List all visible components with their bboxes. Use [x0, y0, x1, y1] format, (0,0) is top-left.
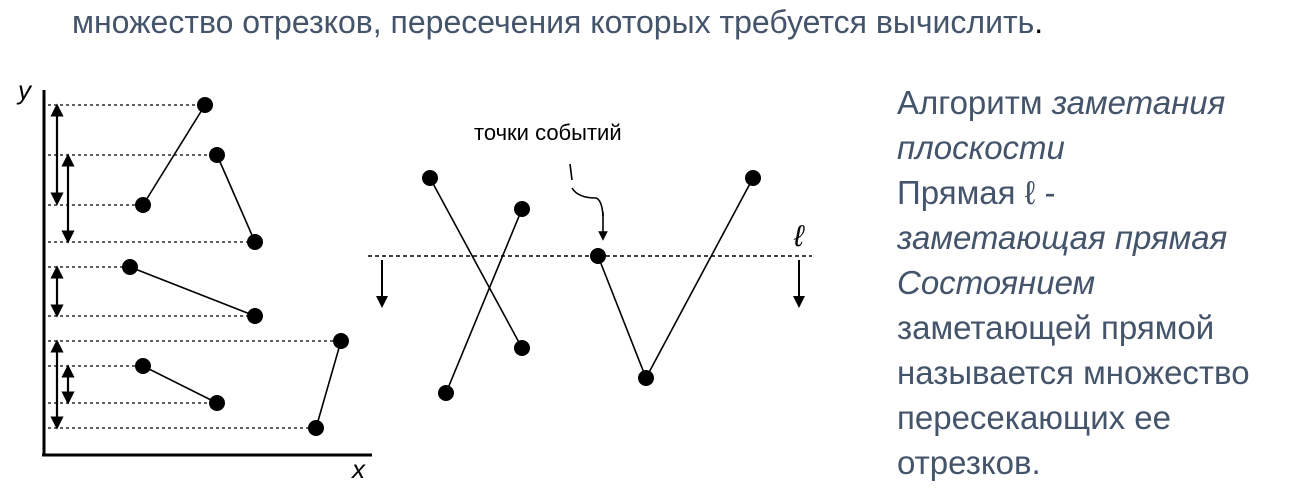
y-interval-arrows	[50, 103, 75, 430]
right-endpoints	[422, 170, 761, 401]
right-segments	[429, 177, 754, 394]
desc-line-9: отрезков.	[897, 444, 1041, 481]
desc-line-8: пересекающих ее	[897, 399, 1172, 436]
desc-line-1-plain: Алгоритм	[897, 84, 1052, 121]
left-axes: y x	[16, 75, 372, 484]
left-endpoints	[122, 97, 349, 436]
desc-line-3: Прямая ℓ -	[897, 174, 1056, 211]
header-period: .	[1034, 4, 1044, 40]
desc-line-4: заметающая прямая	[897, 219, 1228, 256]
projection-lines	[48, 104, 341, 429]
desc-line-1-italic: заметания	[1051, 84, 1226, 121]
desc-line-1: Алгоритм заметания	[897, 80, 1302, 125]
y-axis-label: y	[16, 75, 33, 105]
desc-line-5: Состоянием	[897, 264, 1096, 301]
sweep-line-label: ℓ	[793, 220, 805, 253]
x-axis-label: x	[350, 454, 366, 484]
algorithm-description: Алгоритм заметания плоскости Прямая ℓ - …	[897, 80, 1302, 485]
sweep-line-diagram: y x ℓ	[16, 75, 812, 484]
desc-line-6: заметающей прямой	[897, 309, 1215, 346]
event-points-label: точки событий	[474, 120, 622, 145]
desc-line-7: называется множество	[897, 354, 1250, 391]
header-text: множество отрезков, пересечения которых …	[72, 0, 1043, 44]
desc-line-2: плоскости	[897, 129, 1065, 166]
left-segments	[129, 104, 342, 429]
right-figure: ℓ точки событий	[368, 120, 812, 401]
event-pointer-curve	[569, 163, 604, 217]
header-main: множество отрезков, пересечения которых …	[72, 4, 1035, 40]
